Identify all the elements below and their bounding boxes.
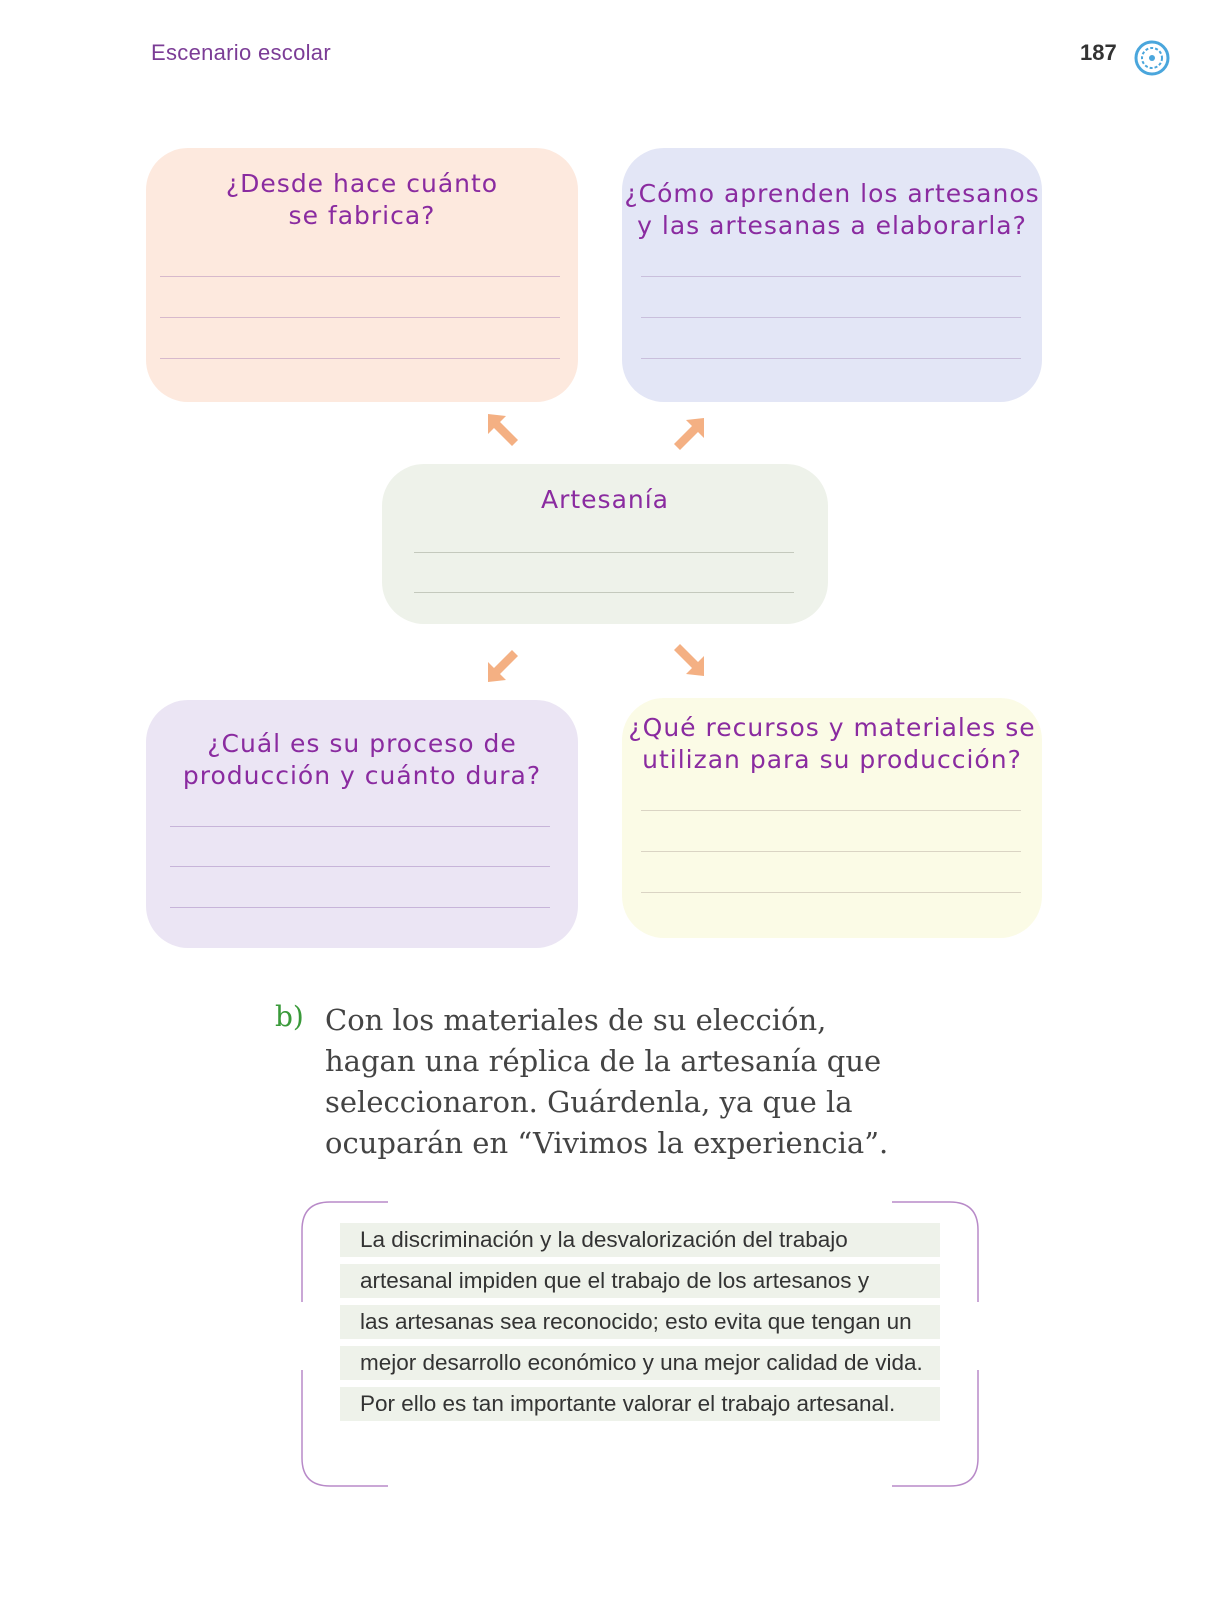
note-line: las artesanas sea reconocido; esto evita…: [340, 1305, 940, 1339]
answer-line[interactable]: [641, 851, 1021, 852]
arrow-up-right-icon: [674, 418, 704, 450]
card-question-line: y las artesanas a elaborarla?: [637, 211, 1027, 240]
answer-line[interactable]: [160, 276, 560, 277]
arrow-up-left-icon: [488, 414, 518, 446]
answer-line[interactable]: [641, 358, 1021, 359]
answer-line[interactable]: [641, 810, 1021, 811]
activity-line: seleccionaron. Guárdenla, ya que la: [325, 1085, 853, 1119]
answer-line[interactable]: [414, 592, 794, 593]
arrow-down-right-icon: [674, 644, 704, 676]
answer-line[interactable]: [160, 317, 560, 318]
answer-line[interactable]: [170, 907, 550, 908]
answer-line[interactable]: [641, 276, 1021, 277]
answer-line[interactable]: [414, 552, 794, 553]
emblem-icon: [1134, 40, 1170, 76]
card-question-line: utilizan para su producción?: [642, 745, 1022, 774]
card-question-line: se fabrica?: [288, 201, 436, 230]
answer-line[interactable]: [170, 866, 550, 867]
answer-line[interactable]: [170, 826, 550, 827]
arrow-down-left-icon: [488, 650, 518, 682]
activity-marker: b): [275, 1000, 304, 1033]
card-question-line: producción y cuánto dura?: [182, 761, 542, 790]
activity-line: hagan una réplica de la artesanía que: [325, 1044, 882, 1078]
center-label: Artesanía: [540, 485, 670, 514]
center-card-artesania: Artesanía: [382, 464, 828, 624]
question-card-materials: ¿Qué recursos y materiales se utilizan p…: [622, 698, 1042, 938]
activity-line: Con los materiales de su elección,: [325, 1003, 827, 1037]
question-card-learning: ¿Cómo aprenden los artesanos y las artes…: [622, 148, 1042, 402]
answer-line[interactable]: [641, 317, 1021, 318]
question-card-age: ¿Desde hace cuánto se fabrica?: [146, 148, 578, 402]
note-line: La discriminación y la desvalorización d…: [340, 1223, 940, 1257]
card-question-line: ¿Cómo aprenden los artesanos: [624, 179, 1040, 208]
note-bracket-frame: [301, 1201, 979, 1487]
note-line: Por ello es tan importante valorar el tr…: [340, 1387, 940, 1421]
answer-line[interactable]: [160, 358, 560, 359]
card-question-line: ¿Qué recursos y materiales se: [628, 713, 1036, 742]
page-number: 187: [1080, 40, 1117, 65]
note-line: mejor desarrollo económico y una mejor c…: [340, 1346, 940, 1380]
card-question-line: ¿Desde hace cuánto: [225, 169, 499, 198]
section-title: Escenario escolar: [151, 40, 331, 65]
card-question-line: ¿Cuál es su proceso de: [207, 729, 517, 758]
note-line: artesanal impiden que el trabajo de los …: [340, 1264, 940, 1298]
question-card-process: ¿Cuál es su proceso de producción y cuán…: [146, 700, 578, 948]
activity-line: ocuparán en “Vivimos la experiencia”.: [325, 1126, 889, 1160]
activity-text: Con los materiales de su elección, hagan…: [325, 1000, 925, 1164]
answer-line[interactable]: [641, 892, 1021, 893]
